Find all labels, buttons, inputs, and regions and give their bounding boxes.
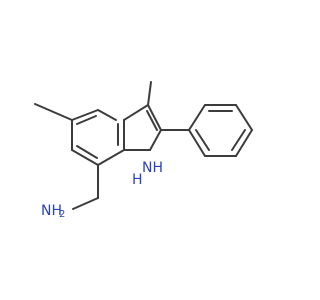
phenyl-bond-4 [235,129,253,157]
amine-subscript: 2 [59,209,65,220]
molecule-structure: H NH NH 2 [34,81,253,220]
substituents [34,81,152,210]
bond-c4-c5 [71,109,99,121]
indole-core [71,104,162,166]
bond-c2-n1 [149,129,162,151]
methyl-c3 [147,81,152,106]
atom-labels: H NH NH 2 [41,160,163,220]
phenyl-inner-3 [195,129,210,151]
phenyl-bond-3 [235,104,253,131]
methyl-c5 [34,103,73,121]
phenyl-ring [160,104,253,157]
indole-nh-label: H [132,172,143,188]
bond-double-c3-c2 [146,110,158,131]
amine-label: NH [41,203,62,219]
ch2-nh2 [72,197,99,210]
indole-n-label: NH [142,160,163,176]
bond-c3-c2 [147,104,162,131]
bond-c3a-c3 [123,104,149,121]
molecule-canvas: H NH NH 2 [34,81,253,220]
bond-c3a-c4 [97,109,117,121]
bond-c6-c7 [71,149,99,166]
bond-c7-c7a [97,149,125,166]
phenyl-inner-2 [231,129,246,151]
bond-double-c6-c7 [76,145,98,159]
phenyl-bond-6 [188,129,206,157]
phenyl-bond-1 [188,104,206,131]
bond-double-c4-c5 [76,115,97,125]
